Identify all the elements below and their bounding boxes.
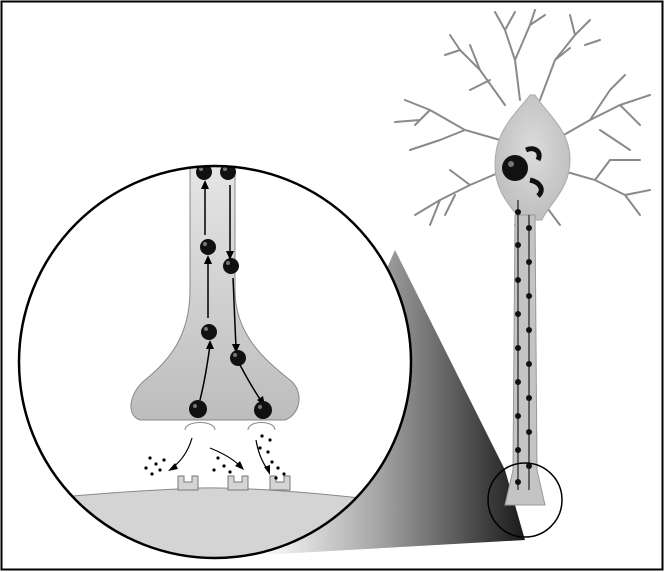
vesicle	[230, 350, 246, 366]
nucleus	[502, 155, 528, 181]
vesicle	[200, 239, 216, 255]
receptors	[178, 476, 290, 490]
vesicle	[189, 400, 207, 418]
vesicle	[223, 258, 239, 274]
nucleus-highlight	[508, 161, 514, 167]
vesicle	[201, 324, 217, 340]
vesicle	[254, 401, 272, 419]
